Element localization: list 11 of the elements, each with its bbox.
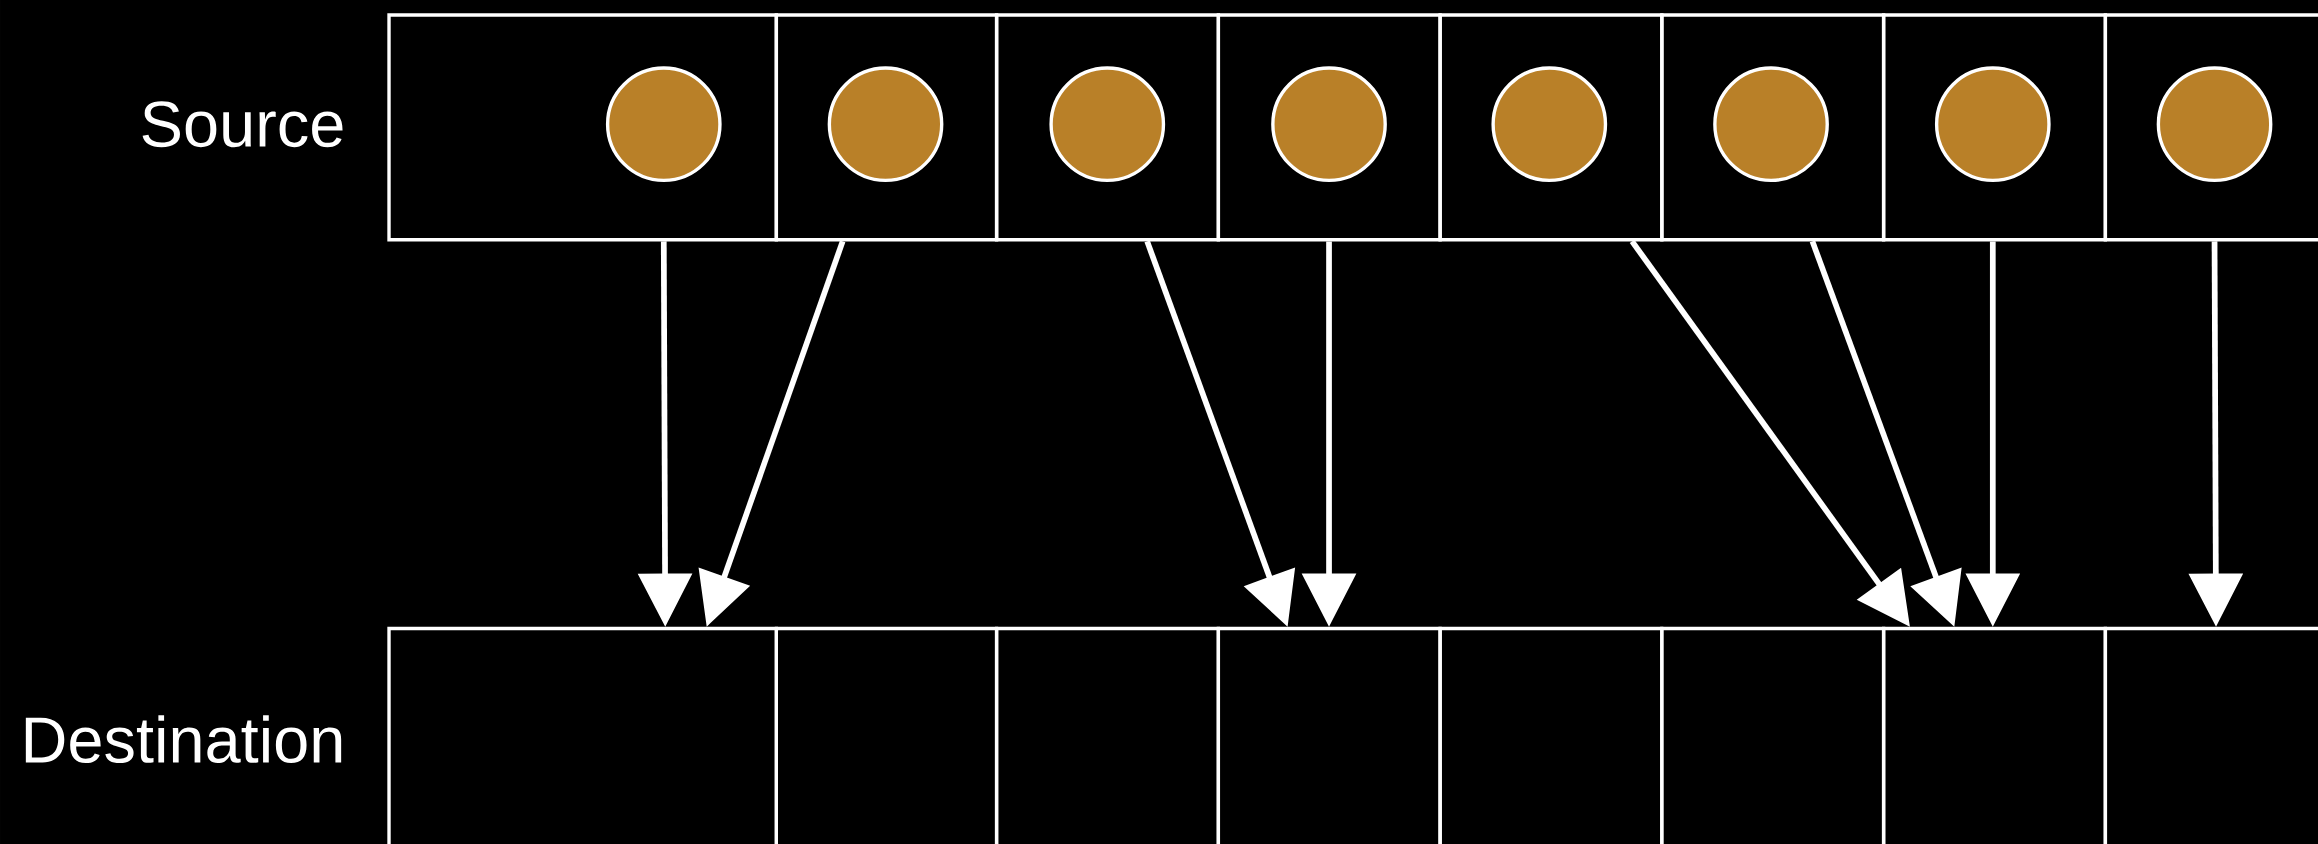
circle [827, 66, 944, 182]
circle [1049, 66, 1166, 182]
cell [2103, 13, 2318, 242]
circle [605, 66, 722, 182]
row-label: Source [142, 101, 343, 148]
circle [2156, 66, 2273, 182]
cell [2103, 626, 2318, 844]
circle [1271, 66, 1387, 182]
circle [1491, 66, 1608, 182]
circle [1713, 66, 1829, 182]
circle [1934, 66, 2051, 182]
